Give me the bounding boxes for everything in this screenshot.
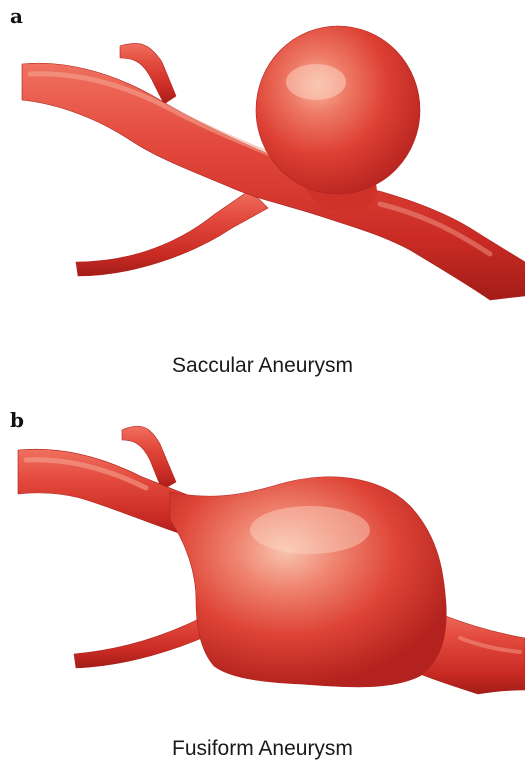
bulge-highlight [250,506,370,554]
caption-saccular: Saccular Aneurysm [0,354,525,378]
saccular-aneurysm-illustration [0,0,525,350]
panel-saccular: a Saccular Aneurysm [0,0,525,390]
sac-highlight [286,64,346,100]
lower-branch-vessel [76,190,268,276]
caption-fusiform: Fusiform Aneurysm [0,737,525,761]
saccular-aneurysm-sac [256,26,420,194]
fusiform-aneurysm-illustration [0,400,525,730]
panel-fusiform: b Fusiform Aneurysm [0,400,525,768]
